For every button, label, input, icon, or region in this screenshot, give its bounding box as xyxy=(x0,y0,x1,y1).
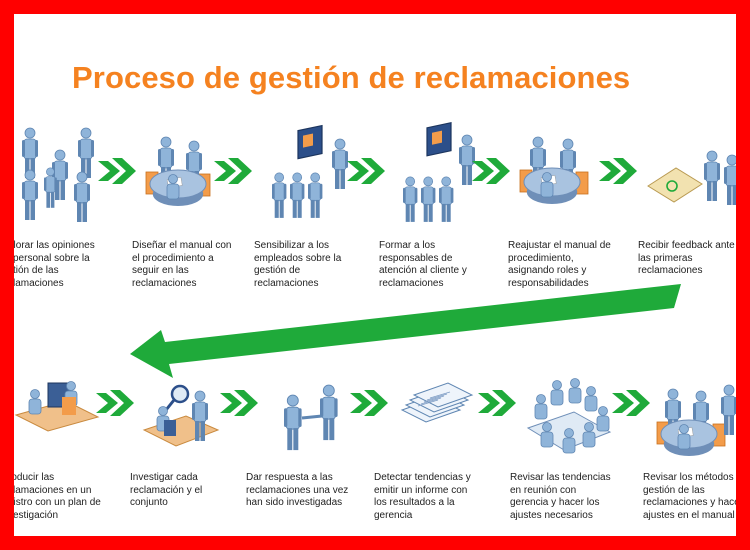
diagram-title: Proceso de gestión de reclamaciones xyxy=(72,60,631,95)
arrow-right-icon xyxy=(478,390,516,416)
meeting-table-icon xyxy=(519,136,589,204)
magnifier-icon xyxy=(142,384,220,447)
arrow-right-icon xyxy=(350,390,388,416)
computer-desk-icon xyxy=(14,381,100,432)
documents-icon xyxy=(400,382,474,423)
boardroom-icon xyxy=(526,378,612,454)
meeting-table-icon xyxy=(145,136,211,206)
step-label: Investigar cada reclamación y el conjunt… xyxy=(130,472,203,508)
step-label: Reajustar el manual de procedimiento, as… xyxy=(508,240,611,289)
step-label: Dar respuesta a las reclamaciones una ve… xyxy=(246,472,349,508)
arrow-right-icon xyxy=(214,158,252,184)
step-label: plorar las opiniones l personal sobre la… xyxy=(14,240,95,289)
arrow-right-icon xyxy=(98,158,136,184)
step-label: Sensibilizar a los empleados sobre la ge… xyxy=(254,240,342,289)
step-label: Diseñar el manual con el procedimiento a… xyxy=(132,240,232,289)
step-label: Revisar las tendencias en reunión con ge… xyxy=(510,472,611,521)
meeting-table-icon xyxy=(656,384,736,456)
arrow-right-icon xyxy=(599,158,637,184)
arrow-right-icon xyxy=(347,158,385,184)
step-label: Revisar los métodos d gestión de las rec… xyxy=(643,472,736,521)
step-label: roducir las clamaciones en un gistro con… xyxy=(14,472,101,521)
step-label: Formar a los responsables de atención al… xyxy=(379,240,467,289)
arrow-right-icon xyxy=(96,390,134,416)
training-icon xyxy=(403,121,475,222)
step-label: Detectar tendencias y emitir un informe … xyxy=(374,472,471,521)
arrow-right-icon xyxy=(612,390,650,416)
presentation-icon xyxy=(272,124,348,218)
arrow-right-icon xyxy=(220,390,258,416)
return-arrow-icon xyxy=(130,284,681,378)
diagram-frame: Proceso de gestión de reclamaciones plor… xyxy=(14,14,736,536)
arrow-right-icon xyxy=(472,158,510,184)
people-group-icon xyxy=(22,127,94,222)
step-label: Recibir feedback ante las primeras recla… xyxy=(638,240,735,276)
feedback-icon xyxy=(647,150,736,205)
handshake-icon xyxy=(284,384,338,451)
